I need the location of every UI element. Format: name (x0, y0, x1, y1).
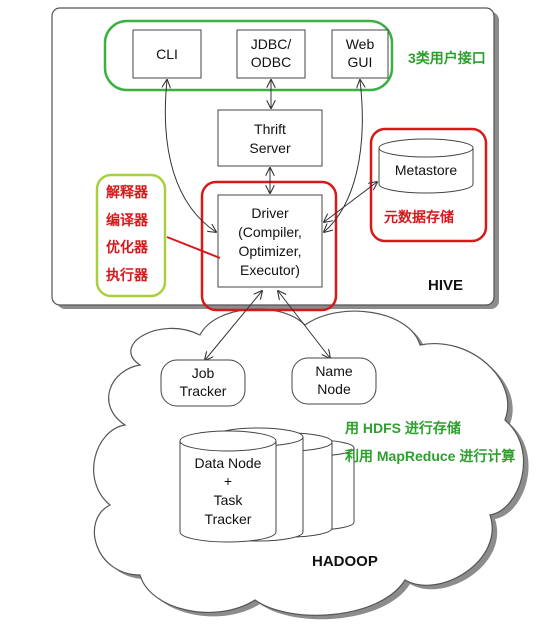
metastore-cylinder: Metastore (378, 138, 474, 194)
driver-label-3: Optimizer, (238, 243, 301, 259)
arrow-driver-metastore (324, 182, 377, 222)
data-node-cylinder-1 (179, 441, 277, 543)
data-node-label-2: + (224, 473, 232, 489)
interfaces-highlight (103, 19, 394, 92)
web-label: Web (346, 36, 375, 52)
web-gui-box: Web GUI (331, 29, 389, 79)
arrow-driver-namenode (278, 291, 330, 358)
cli-box: CLI (132, 29, 202, 79)
arrow-driver-jobtracker (205, 291, 262, 360)
driver-box: Driver (Compiler, Optimizer, Executor) (217, 194, 323, 288)
job-tracker-box: Job Tracker (160, 359, 246, 407)
hadoop-title: HADOOP (312, 553, 378, 570)
hadoop-compute-annotation: 利用 MapReduce 进行计算 (345, 448, 515, 464)
role-executor: 执行器 (106, 267, 149, 283)
jdbc-odbc-box: JDBC/ ODBC (236, 29, 306, 79)
thrift-label-1: Thrift (254, 121, 286, 137)
data-node-label-1: Data Node (195, 455, 262, 471)
hadoop-storage-annotation: 用 HDFS 进行存储 (345, 420, 461, 436)
data-node-stack (179, 427, 355, 543)
data-node-label-4: Tracker (205, 511, 252, 527)
gui-label: GUI (348, 54, 373, 70)
driver-roles-box (95, 173, 167, 298)
role-optimizer: 优化器 (106, 239, 149, 255)
metastore-label: Metastore (395, 162, 457, 178)
jdbc-label: JDBC/ (251, 36, 292, 52)
driver-label-1: Driver (251, 205, 289, 221)
job-tracker-label-2: Tracker (180, 383, 227, 399)
name-node-label-1: Name (315, 363, 353, 379)
hive-title: HIVE (428, 277, 463, 294)
roles-connector-line (166, 236, 221, 259)
role-interpreter: 解释器 (106, 184, 149, 200)
thrift-server-box: Thrift Server (217, 109, 323, 167)
data-node-cylinder-1-top (179, 430, 277, 452)
thrift-label-2: Server (249, 140, 291, 156)
metastore-annotation: 元数据存储 (384, 209, 454, 225)
name-node-box: Name Node (291, 357, 377, 405)
interfaces-annotation: 3类用户接口 (408, 50, 486, 66)
cli-label: CLI (156, 46, 178, 62)
odbc-label: ODBC (251, 54, 291, 70)
data-node-label-3: Task (214, 492, 244, 508)
arrow-cli-driver (165, 80, 216, 232)
hive-arrows (165, 80, 377, 360)
role-compiler: 编译器 (106, 212, 149, 228)
job-tracker-label-1: Job (192, 365, 215, 381)
driver-label-4: Executor) (240, 262, 300, 278)
driver-label-2: (Compiler, (238, 224, 302, 240)
name-node-label-2: Node (317, 381, 351, 397)
